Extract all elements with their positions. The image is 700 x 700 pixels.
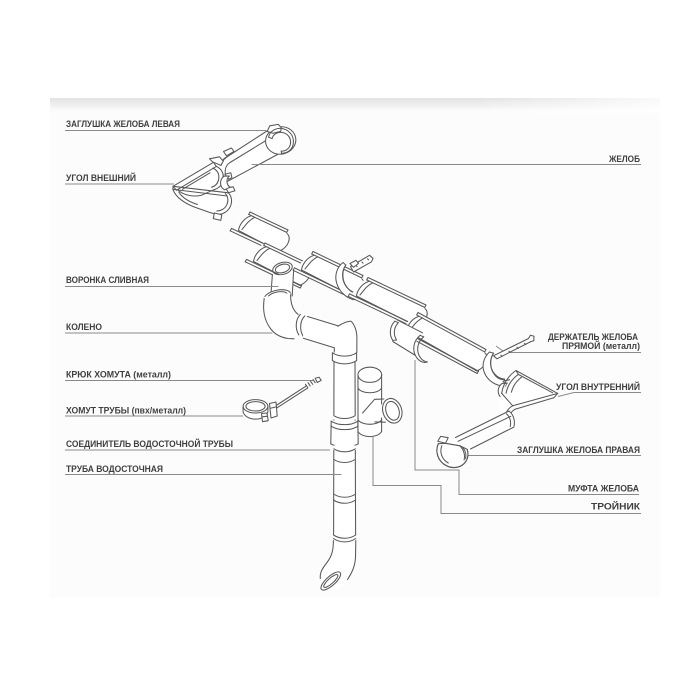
svg-text:ЗАГЛУШКА ЖЕЛОБА ПРАВАЯ: ЗАГЛУШКА ЖЕЛОБА ПРАВАЯ [517,444,640,455]
svg-text:ХОМУТ ТРУБЫ (пвх/металл): ХОМУТ ТРУБЫ (пвх/металл) [66,405,186,416]
svg-text:ПРЯМОЙ (металл): ПРЯМОЙ (металл) [562,340,640,351]
svg-text:СОЕДИНИТЕЛЬ ВОДОСТОЧНОЙ ТРУБЫ: СОЕДИНИТЕЛЬ ВОДОСТОЧНОЙ ТРУБЫ [66,438,233,449]
svg-text:КРЮК ХОМУТА (металл): КРЮК ХОМУТА (металл) [66,369,171,380]
svg-text:УГОЛ ВНУТРЕННИЙ: УГОЛ ВНУТРЕННИЙ [556,381,640,392]
svg-text:ЗАГЛУШКА ЖЕЛОБА ЛЕВАЯ: ЗАГЛУШКА ЖЕЛОБА ЛЕВАЯ [66,118,180,129]
svg-text:МУФТА ЖЕЛОБА: МУФТА ЖЕЛОБА [568,483,639,494]
svg-text:КОЛЕНО: КОЛЕНО [66,321,102,332]
svg-text:ТРОЙНИК: ТРОЙНИК [591,501,640,512]
svg-text:ДЕРЖАТЕЛЬ ЖЕЛОБА: ДЕРЖАТЕЛЬ ЖЕЛОБА [548,331,638,342]
svg-text:ЖЕЛОБ: ЖЕЛОБ [608,153,640,164]
svg-text:ВОРОНКА СЛИВНАЯ: ВОРОНКА СЛИВНАЯ [66,274,149,285]
svg-text:УГОЛ ВНЕШНИЙ: УГОЛ ВНЕШНИЙ [66,172,136,183]
svg-text:ТРУБА ВОДОСТОЧНАЯ: ТРУБА ВОДОСТОЧНАЯ [66,463,163,474]
